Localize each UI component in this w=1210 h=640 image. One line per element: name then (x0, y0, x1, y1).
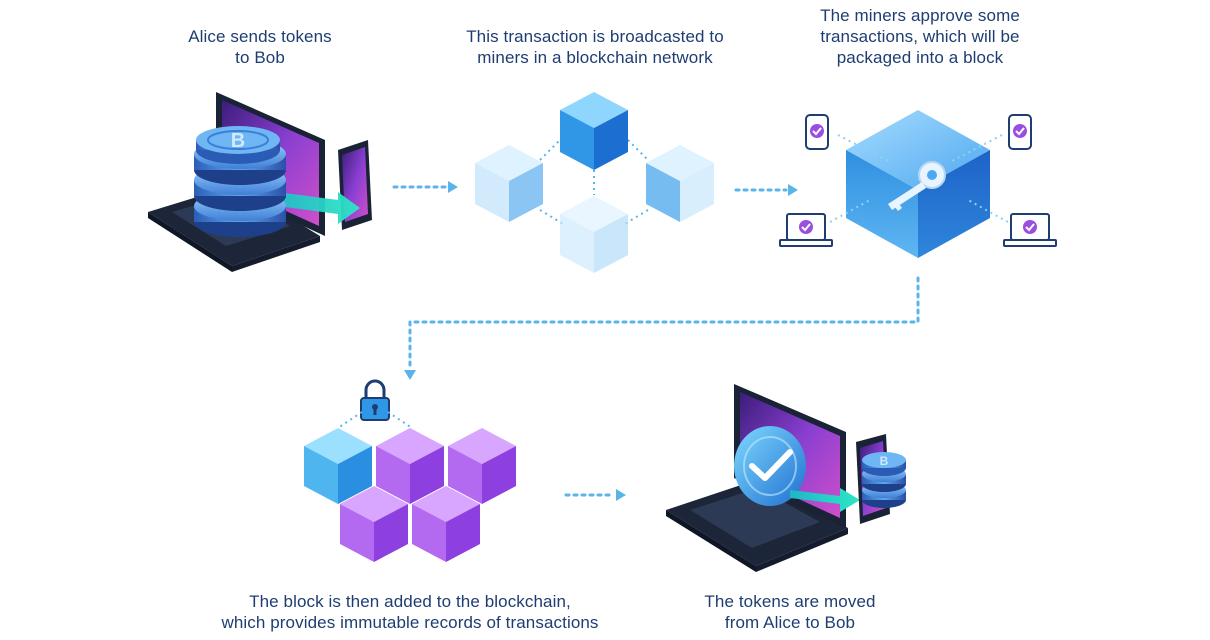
step-2-caption-line-1: This transaction is broadcasted to (466, 27, 724, 46)
blockchain-cubes-icon (304, 428, 516, 562)
step-3-caption-line-1: The miners approve some (820, 6, 1020, 25)
block-cube-icon (846, 110, 990, 258)
chain-cube (448, 428, 516, 504)
chain-cube (340, 486, 408, 562)
connector-2-to-3 (734, 184, 798, 196)
phone-check-icon-left (805, 114, 829, 150)
step-1-caption-line-1: Alice sends tokens (188, 27, 332, 46)
step-5-caption-line-2: from Alice to Bob (724, 613, 856, 632)
transfer-arrow-icon (262, 190, 360, 224)
key-icon (888, 161, 946, 211)
step-4-caption-line-1: The block is then added to the blockchai… (249, 592, 571, 611)
miner-links (829, 134, 1009, 223)
check-badge-icon (734, 426, 806, 506)
chain-cube (412, 486, 480, 562)
step-2-caption: This transaction is broadcasted to miner… (430, 26, 760, 68)
coin-stack-icon: B (194, 126, 286, 237)
step-4-caption: The block is then added to the blockchai… (170, 591, 650, 633)
coin-stack-icon-final: B (862, 452, 906, 508)
step-4-caption-line-2: which provides immutable records of tran… (221, 613, 599, 632)
laptop-check-icon-left (779, 213, 833, 247)
step-3-caption-line-2: transactions, which will be (820, 27, 1020, 46)
coin-letter: B (231, 130, 245, 152)
coin-letter-final: B (880, 454, 889, 468)
chain-cube (376, 428, 444, 504)
chain-cube (304, 428, 372, 504)
step-3-caption: The miners approve some transactions, wh… (780, 5, 1060, 68)
step-5-caption: The tokens are moved from Alice to Bob (680, 591, 900, 633)
connector-3-to-4 (404, 276, 920, 380)
step-1-caption-line-2: to Bob (235, 48, 285, 67)
laptop-check-icon-right (1003, 213, 1057, 247)
step-1-caption: Alice sends tokens to Bob (160, 26, 360, 68)
network-cubes-icon (475, 92, 714, 273)
step-3-caption-line-3: packaged into a block (836, 48, 1004, 67)
step-5-caption-line-1: The tokens are moved (704, 592, 876, 611)
connector-1-to-2 (392, 181, 458, 193)
phone-check-icon-right (1008, 114, 1032, 150)
connector-4-to-5 (564, 489, 626, 501)
lock-links (337, 411, 413, 429)
transfer-arrow-icon-final (790, 488, 860, 512)
step-2-caption-line-2: miners in a blockchain network (477, 48, 713, 67)
lock-icon (360, 379, 390, 421)
